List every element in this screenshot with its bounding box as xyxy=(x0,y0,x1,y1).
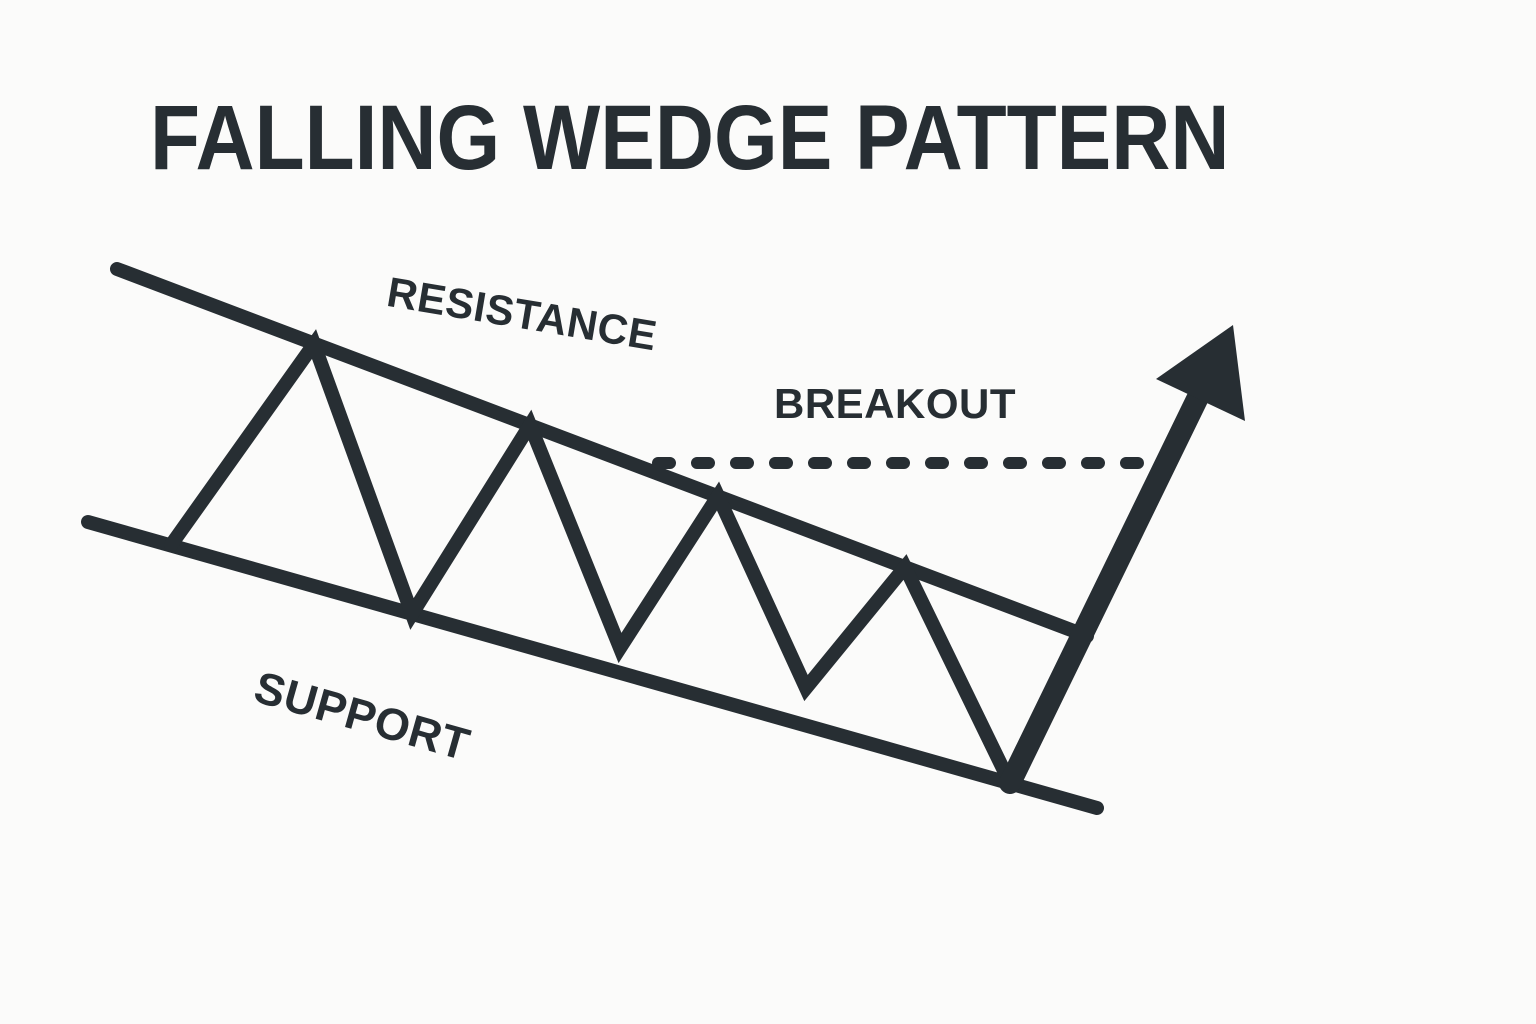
support-trendline xyxy=(81,515,1104,815)
price-zigzag-line xyxy=(164,329,1017,790)
page-title: FALLING WEDGE PATTERN xyxy=(150,87,1230,189)
breakout-arrow-head-icon xyxy=(1156,325,1245,421)
breakout-arrow-shaft xyxy=(999,378,1213,794)
breakout-label: BREAKOUT xyxy=(774,380,1016,427)
breakout-arrow-icon xyxy=(999,325,1245,794)
resistance-trendline xyxy=(110,262,1094,643)
